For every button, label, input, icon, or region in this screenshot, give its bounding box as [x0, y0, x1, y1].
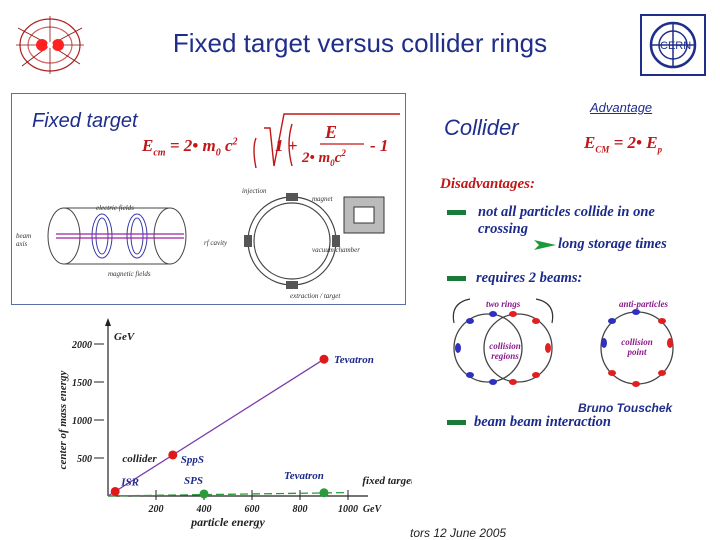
disadvantage-item-3: requires 2 beams:	[476, 270, 583, 286]
label-collision-point: collision point	[621, 337, 653, 357]
data-point-1	[319, 354, 329, 364]
label-beam-axis: beam axis	[16, 232, 32, 248]
y-tick-label: 1000	[72, 416, 92, 427]
svg-text:CERN: CERN	[660, 40, 691, 52]
data-point-label-3: ISR	[120, 476, 139, 488]
y-tick-label: 2000	[71, 340, 92, 351]
anti-particle-ring-diagram	[592, 303, 682, 398]
collider-panel: Collider Advantage ECM = 2• Ep Disadvant…	[412, 93, 712, 438]
slide-title: Fixed target versus collider rings	[172, 28, 548, 58]
cern-logo: CERN	[640, 14, 706, 81]
two-rings-diagram	[448, 293, 558, 398]
eq-body: = 2• m	[169, 136, 216, 155]
data-point-5	[319, 488, 329, 498]
x-tick-label: 800	[293, 504, 308, 515]
eq-bracket-one: 1 +	[275, 136, 298, 155]
eq-den-sub: 0	[330, 158, 335, 168]
bullet-dash-3	[447, 420, 466, 425]
ring-accelerator-diagram	[222, 179, 402, 304]
eq-frac-num: E	[325, 122, 338, 142]
eq-c: c	[224, 136, 233, 155]
data-point-2	[168, 450, 178, 460]
data-point-3	[110, 486, 120, 496]
advantage-label: Advantage	[590, 100, 653, 115]
ceq-ep: E	[646, 133, 658, 152]
eq-den-c: c	[334, 150, 342, 166]
eq-den-body: 2• m	[302, 150, 331, 166]
label-extraction-target: extraction / target	[290, 292, 341, 300]
bullet-dash-2	[447, 276, 466, 281]
label-magnet: magnet	[312, 195, 333, 203]
eq-c-sup: 2	[232, 136, 238, 148]
rf-cylinder-diagram	[42, 194, 192, 289]
x-tick-label: 1000	[338, 504, 358, 515]
disadvantage-item-1: not all particles collide in one crossin…	[478, 204, 655, 237]
label-collision-regions: collision regions	[489, 341, 521, 361]
disadvantages-heading: Disadvantages:	[440, 176, 535, 192]
fixed-target-panel: Fixed target Ecm = 2• m0 c2 1 + E 2• m0c…	[11, 93, 406, 305]
y-axis-arrow	[105, 318, 111, 326]
label-rf-cavity: rf cavity	[204, 239, 228, 247]
eq-e: E	[142, 136, 154, 155]
y-tick-label: 1500	[72, 378, 92, 389]
ceq-body: = 2•	[613, 133, 642, 152]
collision-event-logo	[14, 14, 86, 81]
data-point-label-2: SppS	[181, 454, 204, 466]
label-magnetic-fields: magnetic fields	[108, 270, 151, 278]
bullet-dash-1	[447, 210, 466, 215]
data-point-4	[199, 489, 209, 499]
collider-equation: ECM = 2• Ep	[584, 133, 662, 154]
series-line-1	[107, 358, 325, 497]
label-electric-fields: electric fields	[96, 204, 134, 212]
fixed-target-equation: Ecm = 2• m0 c2	[142, 136, 237, 158]
credit-bruno-touschek: Bruno Touschek	[578, 401, 673, 415]
footer-text: tors 12 June 2005	[410, 526, 507, 540]
ceq-e: E	[584, 133, 596, 152]
x-tick-label: 200	[148, 504, 164, 515]
label-two-rings: two rings	[486, 299, 521, 309]
eq-m-sub: 0	[215, 147, 221, 159]
collider-heading: Collider	[444, 115, 519, 140]
label-injection: injection	[242, 187, 267, 195]
ceq-ep-sub: p	[657, 144, 663, 155]
label-vacuum-chamber: vacuum chamber	[312, 246, 361, 254]
annotation-collider: collider	[122, 453, 157, 465]
x-tick-label: 600	[245, 504, 260, 515]
data-point-label-1: Tevatron	[334, 354, 374, 366]
label-anti-particles: anti-particles	[619, 299, 668, 309]
eq-frac-den: 2• m0c2	[302, 148, 346, 168]
annotation-fixed-target: fixed target	[362, 475, 412, 487]
eq-minus-one: - 1	[370, 136, 389, 155]
fixed-target-heading: Fixed target	[32, 110, 138, 132]
y-unit-label: GeV	[114, 331, 136, 343]
ceq-e-sub: CM	[595, 144, 610, 155]
x-unit-label: GeV	[363, 504, 383, 515]
x-axis-label: particle energy	[190, 515, 265, 529]
x-tick-label: 400	[196, 504, 212, 515]
eq-den-sup: 2	[341, 148, 346, 158]
disadvantage-item-2: long storage times	[558, 236, 667, 252]
arrow-icon	[534, 237, 556, 255]
sqrt-bracket	[253, 113, 400, 169]
y-tick-label: 500	[77, 454, 92, 465]
eq-e-sub: cm	[153, 147, 166, 159]
y-axis-label: center of mass energy	[57, 371, 69, 470]
data-point-label-4: SPS	[184, 475, 203, 487]
disadvantage-item-4: beam beam interaction	[474, 414, 611, 430]
data-point-label-5: Tevatron	[284, 470, 324, 482]
series-line-2	[107, 491, 349, 497]
